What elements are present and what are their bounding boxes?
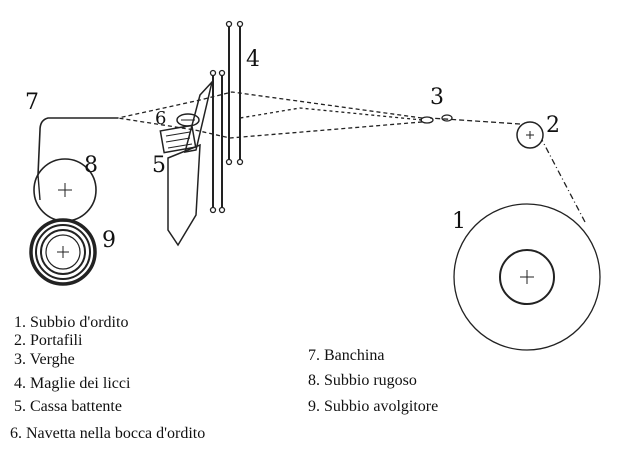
shed-middle (239, 107, 423, 121)
take-up-roller-center-mark (58, 183, 72, 197)
label-8: 8 (84, 153, 98, 178)
warp-yarn-to-back-rest (541, 139, 586, 223)
lease-rod-1 (420, 116, 434, 124)
legend-item-3: 3. Verghe (14, 351, 75, 368)
warp-beam-inner (499, 249, 555, 305)
breast-beam (37, 117, 118, 176)
label-5: 5 (152, 153, 166, 178)
label-3: 3 (430, 85, 444, 110)
legend-item-7: 7. Banchina (308, 347, 385, 364)
lease-rod-2 (441, 114, 453, 122)
sley-top-block (159, 124, 197, 154)
legend-item-4: 4. Maglie dei licci (14, 375, 131, 392)
label-6: 6 (155, 108, 166, 129)
back-rest-roller (516, 121, 544, 149)
label-4: 4 (246, 47, 260, 72)
warp-beam-center-mark (520, 270, 534, 284)
label-1: 1 (452, 209, 466, 234)
label-7: 7 (25, 90, 39, 115)
label-9: 9 (102, 228, 116, 253)
warp-beam-outer (453, 203, 601, 351)
back-rest-center-mark (526, 131, 534, 139)
shed-upper (117, 91, 423, 119)
sley-batten (167, 143, 201, 247)
legend-item-1: 1. Subbio d'ordito (14, 314, 129, 331)
cloth-beam-center-mark (57, 246, 69, 258)
shuttle (176, 113, 200, 127)
label-2: 2 (546, 113, 560, 138)
warp-yarn-back-section (429, 117, 521, 125)
cloth-to-take-up (37, 174, 41, 201)
legend-item-6: 6. Navetta nella bocca d'ordito (10, 425, 206, 442)
legend-item-8: 8. Subbio rugoso (308, 372, 417, 389)
legend-item-2: 2. Portafili (14, 332, 83, 349)
sley-reed (183, 79, 214, 153)
legend-item-9: 9. Subbio avolgitore (308, 398, 439, 415)
cloth-beam-outer (29, 218, 97, 286)
legend-item-5: 5. Cassa battente (14, 398, 122, 415)
